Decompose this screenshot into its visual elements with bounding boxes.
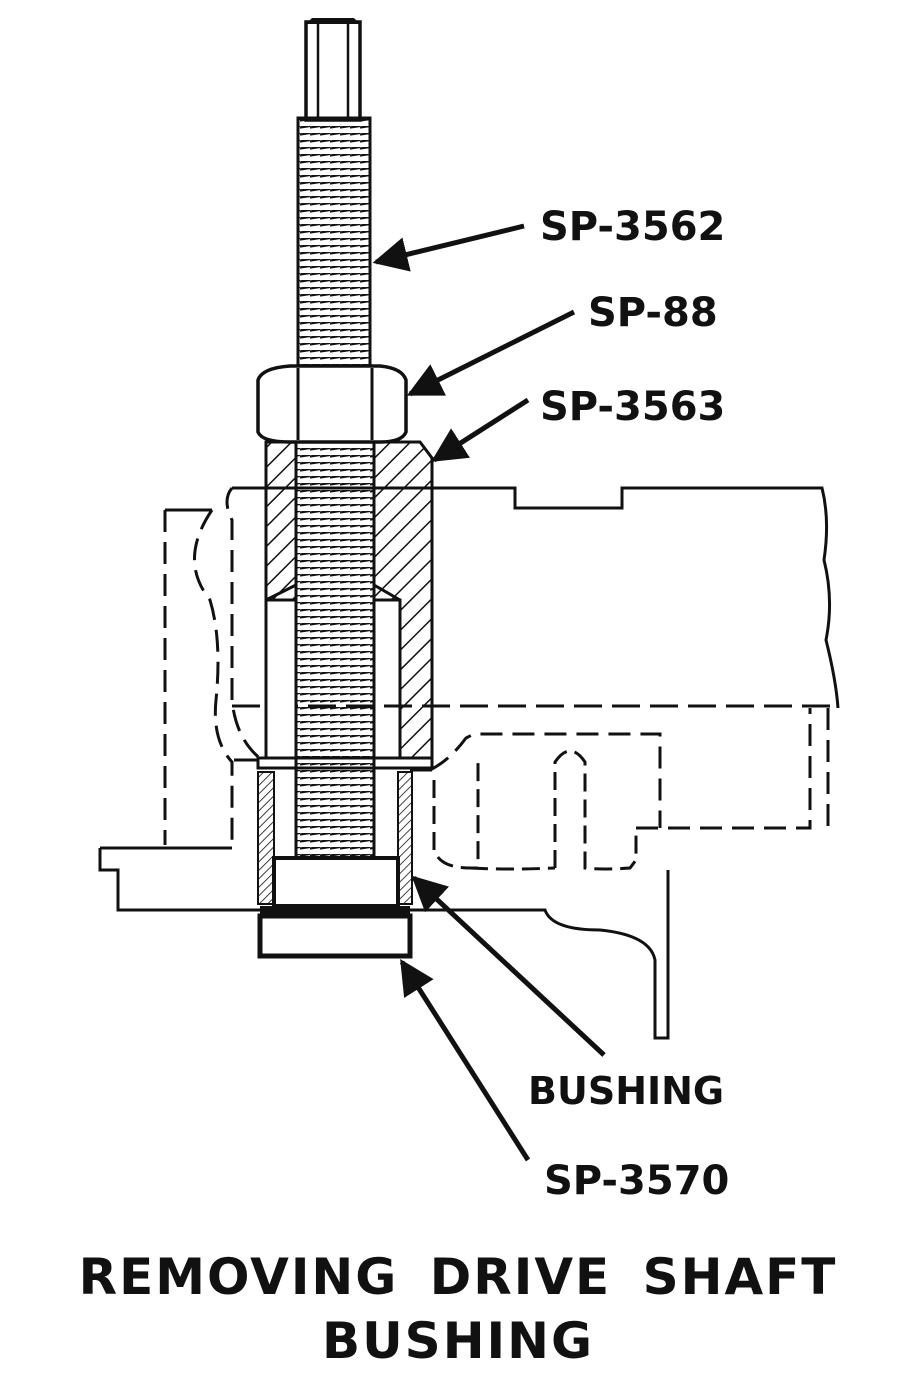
bushing (257, 771, 413, 905)
screw-sp-3562 (296, 18, 372, 372)
plate-sp-3570 (257, 906, 413, 959)
nut-sp-88 (256, 364, 408, 444)
label-sp-3570: SP-3570 (544, 1158, 729, 1204)
rod-nut (272, 856, 400, 908)
caption-line-2: BUSHING (321, 1312, 595, 1370)
label-bushing: BUSHING (528, 1069, 724, 1113)
sleeve-sp-3563 (256, 440, 434, 770)
housing-outline (98, 486, 840, 1040)
caption-line-1: REMOVING DRIVE SHAFT (78, 1248, 838, 1306)
label-sp-3562: SP-3562 (540, 204, 725, 250)
threaded-rod (294, 440, 376, 860)
label-sp-3563: SP-3563 (540, 384, 725, 430)
leader-lines (372, 223, 606, 1162)
label-sp-88: SP-88 (588, 290, 718, 336)
